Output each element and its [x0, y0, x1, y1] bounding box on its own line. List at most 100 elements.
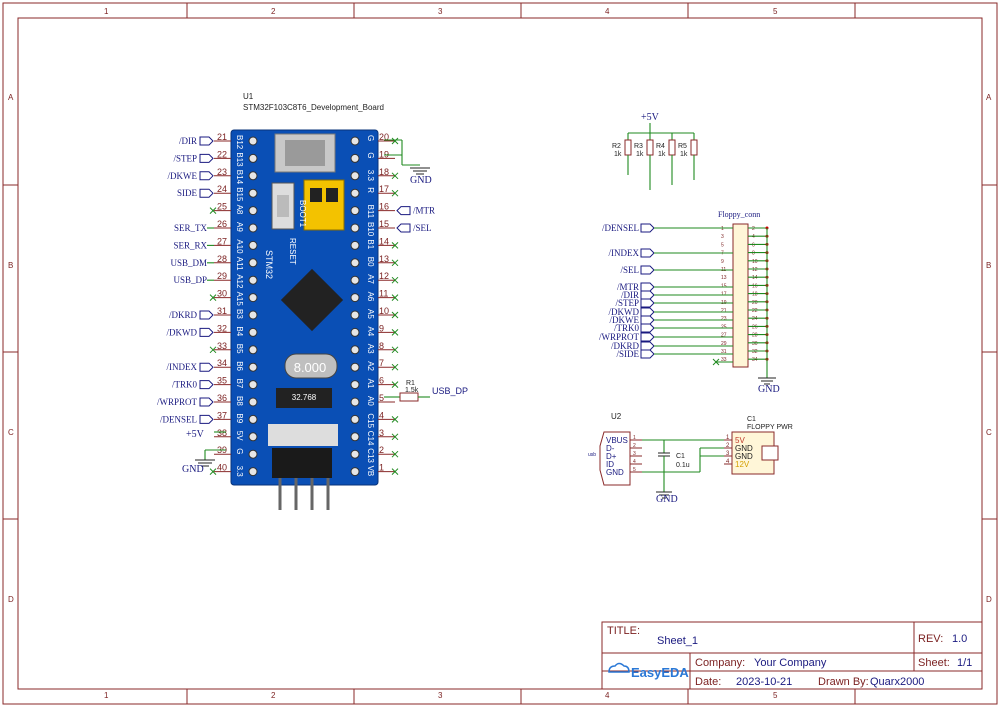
net-label: /DKWE [168, 171, 198, 181]
board-pad [350, 449, 360, 459]
floppy-net-port [640, 315, 655, 325]
pullup-ref: R2 [612, 143, 621, 150]
pullup-value: 1k [680, 151, 688, 158]
floppy-pin-even: 22 [752, 308, 758, 314]
floppy-net-label: /MTR [617, 282, 639, 292]
pullup-5v: +5V [641, 112, 660, 123]
u1-pin-num: 24 [217, 184, 227, 194]
floppy-pin-odd: 3 [721, 234, 724, 240]
title-label: TITLE: [607, 625, 640, 637]
pwr-pin-num: 3 [726, 451, 730, 457]
nc-mark [391, 416, 399, 423]
board-pad [248, 258, 258, 268]
board-pad [248, 136, 258, 146]
c1cap-ref: C1 [676, 453, 685, 460]
board-pin-label: 5V [235, 431, 244, 441]
board-pin-label: 3.3 [366, 170, 375, 182]
floppy-net-label: /SEL [620, 265, 639, 275]
row-marker-left: A [8, 93, 14, 102]
pullup-value: 1k [636, 151, 644, 158]
u1-pin-num: 16 [379, 202, 389, 212]
date-value: 2023-10-21 [736, 676, 792, 688]
pullup-ref: R4 [656, 143, 665, 150]
u1-pin-num: 11 [379, 289, 388, 299]
board-pin-label: A15 [235, 292, 244, 307]
board-pin-label: B15 [235, 187, 244, 202]
board-pin-label: B11 [366, 205, 375, 219]
nc-mark [209, 346, 217, 354]
board-pin-label: A3 [366, 344, 375, 354]
board-pad [248, 467, 258, 477]
board-pin-label: B13 [235, 152, 244, 167]
board-pin-label: B6 [235, 361, 244, 371]
net-port [396, 206, 411, 216]
u1-pin-num: 36 [217, 393, 227, 403]
net-port [199, 153, 214, 163]
board-pad [248, 432, 258, 442]
floppy-net-label: /STEP [615, 298, 639, 308]
floppy-pin-odd: 13 [721, 275, 727, 281]
floppy-net-port [640, 282, 655, 292]
r1-value: 1.5k [405, 387, 419, 394]
net-label: SIDE [177, 188, 198, 198]
net-label: /STEP [173, 153, 197, 163]
floppy-net-port [640, 307, 655, 317]
board-pad [350, 397, 360, 407]
u1-pin-num: 18 [379, 167, 389, 177]
net-label: USB_DM [170, 258, 207, 268]
pwr-pin-label: 5V [735, 436, 745, 445]
board-pin-label: A10 [235, 239, 244, 254]
board-pin-label: A9 [235, 222, 244, 232]
u1-pin-num: 34 [217, 358, 227, 368]
pwr-pin-label: GND [735, 444, 753, 453]
nc-mark [391, 329, 399, 336]
row-marker-right: C [986, 428, 992, 437]
net-label: SER_RX [173, 240, 207, 250]
brand-label: STM32 [264, 250, 274, 279]
board-pad [248, 362, 258, 372]
board-pin-label: A11 [235, 257, 244, 271]
u2-tag: usb [588, 452, 596, 458]
pwr-ref: C1 [747, 416, 756, 423]
board-pad [350, 345, 360, 355]
floppy-pin-even: 14 [752, 275, 758, 281]
pullup-value: 1k [614, 151, 622, 158]
board-pin-label: A4 [366, 326, 375, 336]
board-pad [350, 171, 360, 181]
floppy-pin-odd: 29 [721, 341, 727, 347]
board-pad [248, 240, 258, 250]
nc-mark [209, 207, 217, 214]
floppy-pin-even: 6 [752, 242, 755, 248]
row-marker-left: C [8, 428, 14, 437]
board-pad [350, 223, 360, 233]
u1-pin-num: 21 [217, 132, 227, 142]
board-pad [248, 380, 258, 390]
nc-mark [391, 294, 399, 301]
u1-pin-num: 10 [379, 306, 389, 316]
drawn-value: Quarx2000 [870, 676, 924, 688]
u1-pin-num: 26 [217, 219, 227, 229]
u2-pin-label: GND [606, 468, 624, 477]
u1-pin-num: 31 [217, 306, 227, 316]
rev-value: 1.0 [952, 633, 967, 645]
floppy-pin-even: 20 [752, 300, 758, 306]
floppy-net-port [640, 332, 655, 342]
board-pin-label: B10 [366, 222, 375, 237]
floppy-pin-odd: 33 [721, 357, 727, 363]
nc-mark [391, 468, 399, 475]
board-pin-label: G [366, 135, 375, 141]
floppy-net-port [640, 290, 655, 300]
pullup-ref: R3 [634, 143, 643, 150]
board-pin-label: A12 [235, 274, 244, 289]
left-power: +5V GND [182, 429, 226, 475]
board-pad [248, 293, 258, 303]
floppy-pin-even: 4 [752, 234, 755, 240]
board-pin-label: C14 [366, 431, 375, 446]
board-pin-label: B14 [235, 170, 244, 185]
u1-pin-num: 9 [379, 323, 384, 333]
reset-label: RESET [288, 238, 297, 265]
